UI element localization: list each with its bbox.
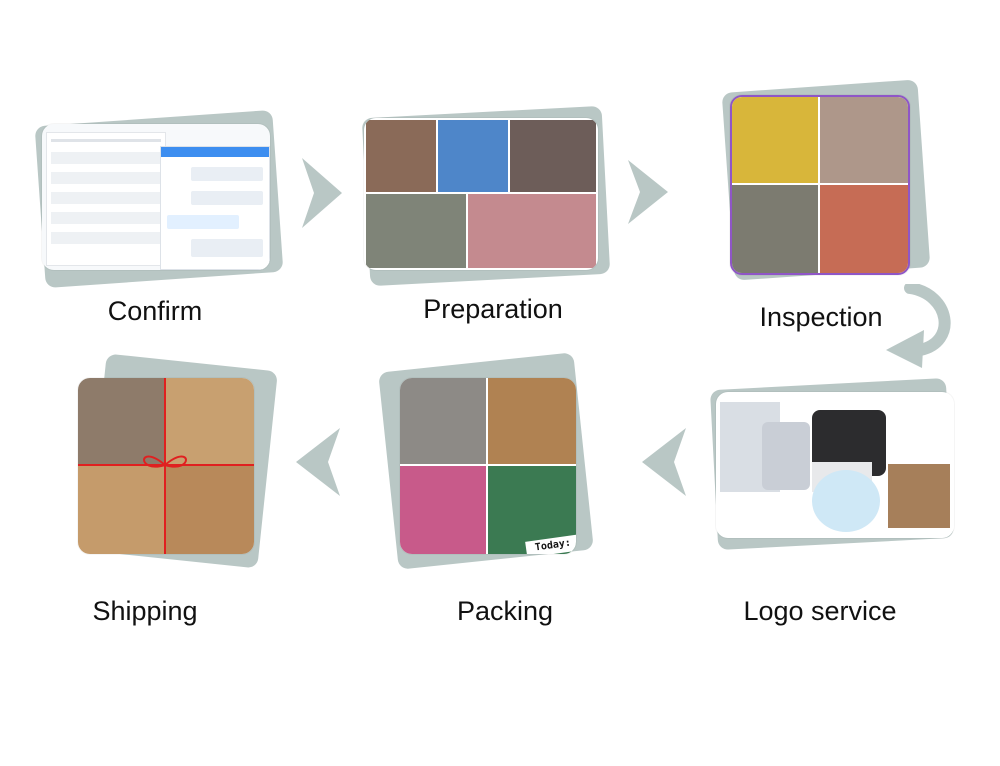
step-label: Inspection: [759, 302, 883, 332]
arrow-right-icon: [302, 158, 342, 228]
preparation-photo: [364, 118, 598, 270]
packing-photo: Today:: [400, 378, 576, 554]
ribbon-bow-icon: [78, 378, 254, 554]
order-list-panel: [46, 132, 166, 266]
arrow-left-icon: [296, 428, 340, 496]
inspection-photo: [730, 95, 910, 275]
confirm-photo: [42, 124, 270, 270]
step-label: Packing: [456, 596, 554, 626]
step-label: Logo service: [743, 596, 897, 626]
step-label: Preparation: [423, 294, 563, 324]
step-label: Shipping: [92, 596, 198, 626]
step-label: Confirm: [107, 296, 203, 326]
arrow-right-icon: [628, 160, 668, 224]
logo-service-photo: [716, 392, 954, 538]
chat-window: [160, 146, 270, 270]
shipping-photo: [78, 378, 254, 554]
arrow-left-icon: [642, 428, 686, 496]
curved-arrow-down-icon: [886, 284, 951, 368]
